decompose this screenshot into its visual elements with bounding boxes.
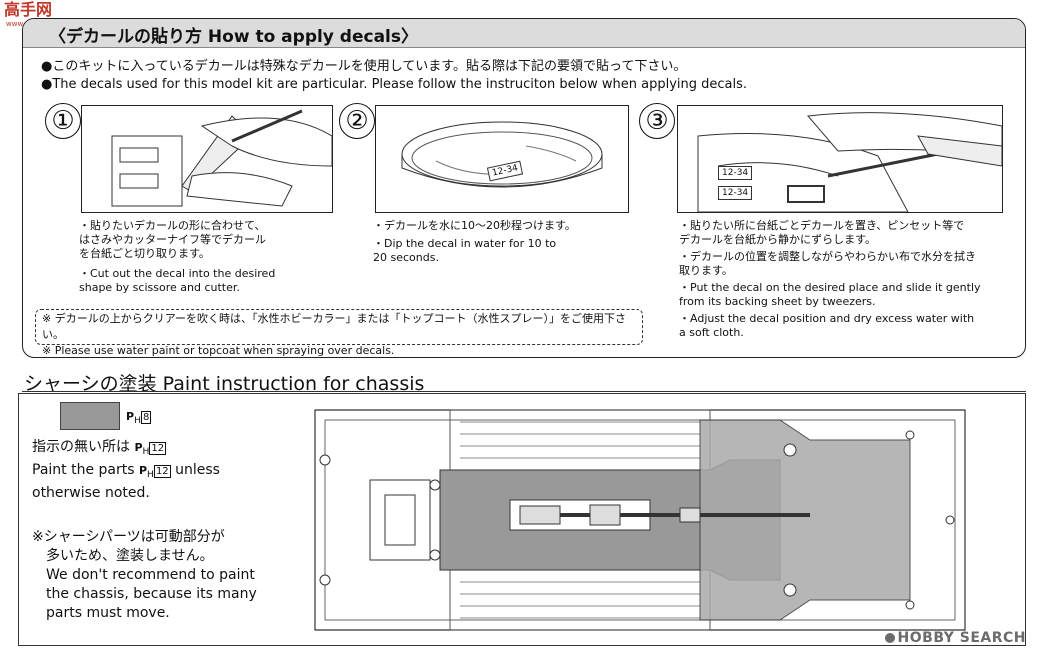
step-1-jp-line-3: を台紙ごと切り取ります。: [79, 247, 210, 260]
step-3-en2-line-2: a soft cloth.: [679, 326, 744, 339]
swatch-paint-code-letter: P: [126, 410, 135, 423]
step-2-en-line-1: ・Dip the decal in water for 10 to: [373, 237, 557, 250]
step-1-en-line-2: shape by scissore and cutter.: [79, 281, 240, 294]
chassis-note-en-line-2: the chassis, because its many: [46, 586, 257, 602]
default-paint-en-post: unless: [175, 462, 220, 479]
chassis-drawing: [314, 409, 966, 631]
water-dish-illustration: [401, 121, 603, 188]
step-3-jp2-line-1: ・デカールの位置を調整しながらやわらかい布で水分を拭き: [679, 250, 976, 263]
decal-panel-title: 〈デカールの貼り方 How to apply decals〉: [49, 27, 419, 47]
step-3-illustration: 12-34 12-34: [677, 105, 1003, 213]
chassis-note-en-line-1: We don't recommend to paint: [46, 567, 255, 583]
step-1-jp-line-2: はさみやカッターナイフ等でデカール: [79, 233, 266, 246]
step-3-en1-line-2: from its backing sheet by tweezers.: [679, 295, 876, 308]
step-1-decal-label-1: 12-34: [718, 166, 753, 180]
step-3-en2-line-1: ・Adjust the decal position and dry exces…: [679, 312, 975, 325]
step-1-en-line-1: ・Cut out the decal into the desired: [79, 267, 276, 280]
step-1-number: ①: [45, 103, 81, 139]
step-1-illustration: [81, 105, 333, 213]
spray-note-en: ※ Please use water paint or topcoat when…: [42, 344, 395, 357]
step-2-jp-line-1: ・デカールを水に10〜20秒程つけます。: [373, 219, 576, 232]
cutting-decal-illustration: [111, 109, 332, 207]
default-paint-jp: 指示の無い所は: [32, 439, 130, 455]
paint-color-swatch: [60, 402, 120, 430]
decal-panel-header: [23, 19, 1025, 48]
step-1-jp-line-1: ・貼りたいデカールの形に合わせて、: [79, 219, 266, 232]
hobby-search-logo-icon: [884, 633, 895, 643]
hobby-search-watermark: HOBBY SEARCH: [884, 630, 1026, 646]
site-watermark: 高手网: [4, 0, 53, 19]
step-3-jp1-line-1: ・貼りたい所に台紙ごとデカールを置き、ピンセット等で: [679, 219, 965, 232]
default-paint-code-number: 12: [149, 442, 167, 455]
chassis-note-jp-line-2: 多いため、塗装しません。: [46, 548, 214, 564]
hobby-search-text: HOBBY SEARCH: [897, 630, 1026, 646]
spray-note: ※ デカールの上からクリアーを吹く時は、「水性ホビーカラー」または「トップコート…: [35, 309, 643, 357]
chassis-section-title: シャーシの塗装 Paint instruction for chassis: [24, 373, 425, 395]
step-3-number: ③: [639, 103, 675, 139]
step-3-en1-line-1: ・Put the decal on the desired place and …: [679, 281, 981, 294]
step-3-jp1-line-2: デカールを台紙から静かにずらします。: [679, 233, 877, 246]
step-2-en-line-2: 20 seconds.: [373, 251, 439, 264]
step-2-illustration: 12-34: [375, 105, 629, 213]
swatch-paint-code-number: 8: [140, 411, 152, 424]
step-3-jp2-line-2: 取ります。: [679, 264, 733, 277]
step-2-number: ②: [339, 103, 375, 139]
chassis-warning-note: ※シャーシパーツは可動部分が 多いため、塗装しません。 We don't rec…: [32, 528, 257, 623]
decal-intro-jp: ●このキットに入っているデカールは特殊なデカールを使用しています。貼る際は下記の…: [41, 59, 687, 74]
chassis-section-divider: [22, 391, 1026, 392]
decal-intro-en: ●The decals used for this model kit are …: [41, 77, 748, 92]
swatch-paint-code-sub: H: [134, 415, 141, 427]
default-paint-code-number-2: 12: [153, 465, 171, 479]
default-paint-en-pre: Paint the parts: [32, 462, 135, 479]
decal-instructions-panel: 〈デカールの貼り方 How to apply decals〉 ●このキットに入っ…: [22, 18, 1026, 358]
default-paint-code-sub: H: [142, 446, 150, 458]
default-paint-en-line-2: otherwise noted.: [32, 485, 150, 502]
chassis-note-jp-line-1: ※シャーシパーツは可動部分が: [32, 529, 225, 545]
default-paint-code-sub-2: H: [147, 469, 154, 481]
chassis-note-en-line-3: parts must move.: [46, 605, 170, 621]
default-paint-code-letter: P: [134, 441, 143, 454]
chassis-panel: [18, 393, 1026, 646]
default-paint-code-letter-2: P: [138, 464, 148, 478]
spray-note-jp: ※ デカールの上からクリアーを吹く時は、「水性ホビーカラー」または「トップコート…: [42, 312, 627, 341]
step-1-decal-label-2: 12-34: [718, 186, 753, 200]
